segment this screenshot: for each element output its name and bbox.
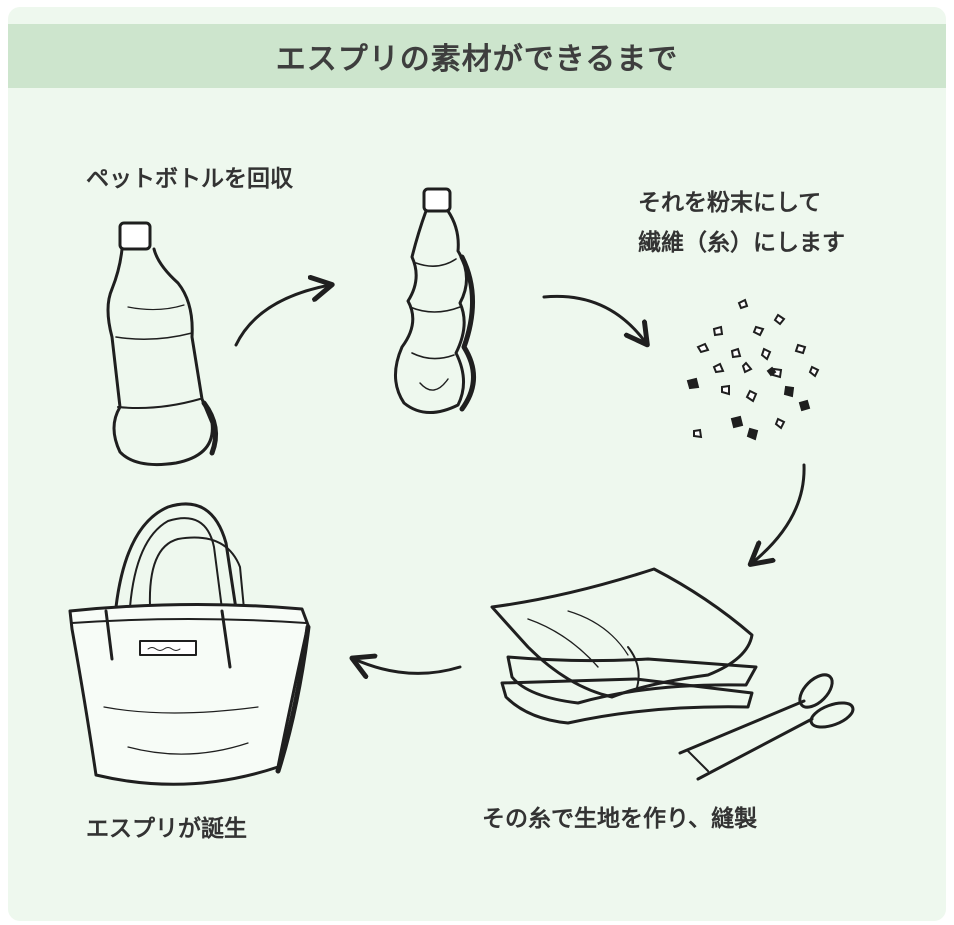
page-title: エスプリの素材ができるまで: [275, 42, 679, 77]
scissors-icon: [678, 673, 855, 781]
step-born-label: エスプリが誕生: [86, 816, 247, 842]
fabric-sheets-icon: [490, 567, 758, 725]
arrow-collect-to-crush: [234, 285, 330, 347]
arrow-powder-to-fabric: [752, 463, 806, 563]
process-card: エスプリの素材ができるまで: [8, 7, 946, 921]
tote-bag-icon: [68, 502, 311, 786]
arrow-fabric-to-bag: [354, 659, 462, 673]
step-powder-line2: 繊維（糸）にします: [638, 230, 845, 256]
flakes-icon: [686, 298, 820, 441]
step-sew-label: その糸で生地を作り、縫製: [482, 806, 758, 832]
title-bar: エスプリの素材ができるまで: [8, 24, 946, 88]
step-powder-line1: それを粉末にして: [638, 190, 822, 216]
illustration-canvas: [68, 187, 855, 786]
crushed-bottle-icon: [394, 187, 476, 414]
step-powder-label: それを粉末にして 繊維（糸）にします: [638, 183, 845, 263]
step-collect-label: ペットボトルを回収: [86, 166, 293, 192]
arrow-crush-to-powder: [542, 294, 646, 343]
pet-bottle-icon: [106, 221, 219, 467]
